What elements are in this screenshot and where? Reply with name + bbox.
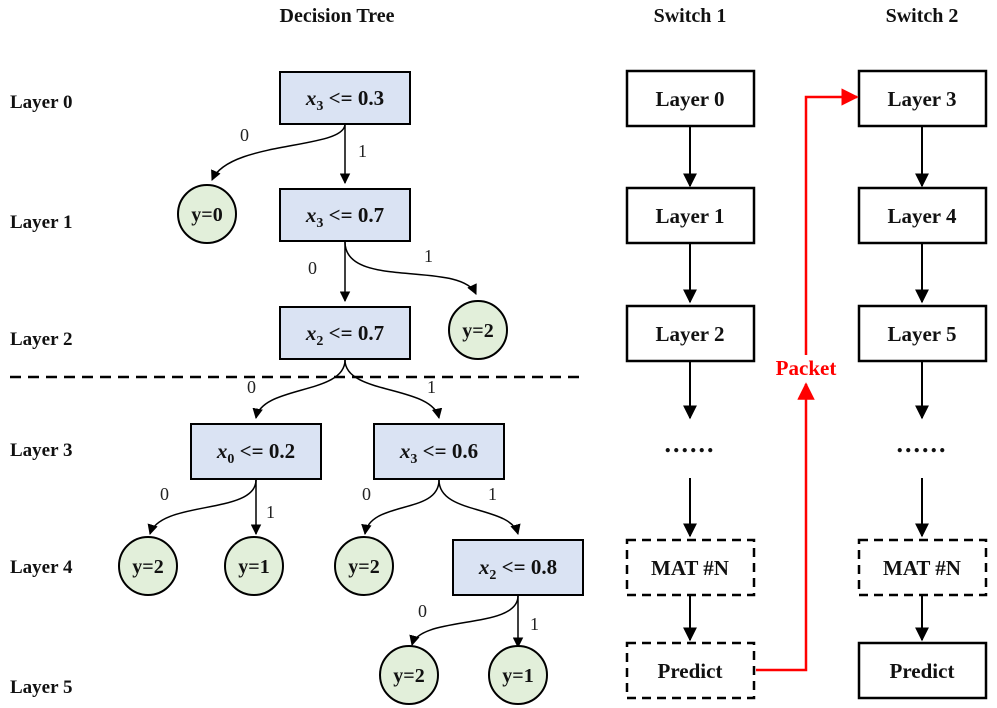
layer-label-2: Layer 2 [10,329,72,350]
svg-text:x3 <= 0.6: x3 <= 0.6 [399,439,478,467]
edge-label: 0 [247,377,256,397]
leaf-node: y=2 [379,645,439,705]
svg-text:Layer 3: Layer 3 [887,87,956,111]
svg-text:Layer 4: Layer 4 [887,204,957,228]
tree-node-0: x3 <= 0.3 [279,71,411,125]
svg-text:MAT #N: MAT #N [883,556,961,580]
edge-label: 0 [418,601,427,621]
layer-label-3: Layer 3 [10,440,72,461]
switch2-header: Switch 2 [886,5,959,27]
edge-n2-n3 [252,359,346,420]
s1-predict-stage: Predict [625,641,756,700]
edge-label: 1 [488,484,497,504]
leaf-node: y=1 [224,536,284,596]
svg-text:y=2: y=2 [462,320,493,342]
svg-text:Layer 0: Layer 0 [655,87,724,111]
svg-text:Layer 1: Layer 1 [655,204,724,228]
s1-ellipsis: ...... [665,429,716,458]
s1-stage-2: Layer 2 [625,304,756,363]
edge-label: 0 [160,484,169,504]
svg-text:y=2: y=2 [393,665,424,687]
svg-text:x2 <= 0.8: x2 <= 0.8 [478,555,557,583]
svg-text:y=1: y=1 [238,556,269,578]
svg-text:x3 <= 0.7: x3 <= 0.7 [305,203,384,231]
svg-text:y=2: y=2 [348,556,379,578]
edge-label: 0 [240,125,249,145]
edge-n0-l1 [211,123,346,181]
edge-n3-l3 [147,479,257,536]
tree-node-2: x2 <= 0.7 [279,306,411,360]
s2-stage-2: Layer 5 [857,304,988,363]
edge-n2-n4 [344,359,443,420]
tree-node-1: x3 <= 0.7 [279,188,411,242]
leaf-node: y=2 [448,300,508,360]
decision-tree-header: Decision Tree [280,5,395,27]
svg-text:y=0: y=0 [191,204,222,226]
edge-label: 1 [427,377,436,397]
edge-label: 0 [362,484,371,504]
edge-label: 0 [308,258,317,278]
s1-mat-stage: MAT #N [625,538,756,597]
svg-text:x0 <= 0.2: x0 <= 0.2 [216,439,295,467]
s2-stage-0: Layer 3 [857,69,988,128]
edge-label: 1 [530,614,539,634]
layer-label-1: Layer 1 [10,212,72,233]
tree-node-5: x2 <= 0.8 [452,539,584,596]
svg-text:x3 <= 0.3: x3 <= 0.3 [305,86,384,114]
s1-stage-0: Layer 0 [625,69,756,128]
leaf-node: y=0 [177,184,237,244]
edge-label: 1 [424,246,433,266]
tree-node-4: x3 <= 0.6 [373,423,505,480]
edge-n4-l5 [361,479,440,536]
packet-path-to-switch2 [804,88,859,355]
tree-node-3: x0 <= 0.2 [190,423,322,480]
svg-text:Layer 2: Layer 2 [655,322,724,346]
s2-mat-stage: MAT #N [857,538,988,597]
switch1-header: Switch 1 [654,5,727,27]
svg-text:Layer 5: Layer 5 [887,322,956,346]
svg-text:y=1: y=1 [502,665,533,687]
edge-label: 1 [266,502,275,522]
layer-label-0: Layer 0 [10,92,72,113]
s2-predict-stage: Predict [857,641,988,700]
packet-path-up [756,382,815,672]
svg-text:Predict: Predict [658,659,723,683]
svg-text:MAT #N: MAT #N [651,556,729,580]
edge-n1-l2 [344,241,477,295]
leaf-node: y=2 [118,536,178,596]
layer-label-4: Layer 4 [10,557,73,578]
edge-label: 1 [358,141,367,161]
layer-label-5: Layer 5 [10,677,72,698]
leaf-node: y=1 [488,645,548,705]
svg-text:x2 <= 0.7: x2 <= 0.7 [305,321,384,349]
edge-n4-n5 [438,479,521,536]
leaf-node: y=2 [334,536,394,596]
packet-label: Packet [776,356,837,380]
s1-stage-1: Layer 1 [625,186,756,245]
svg-text:y=2: y=2 [132,556,163,578]
svg-text:Predict: Predict [890,659,955,683]
s2-stage-1: Layer 4 [857,186,988,245]
edge-n5-l6 [409,595,519,647]
s2-ellipsis: ...... [897,429,948,458]
